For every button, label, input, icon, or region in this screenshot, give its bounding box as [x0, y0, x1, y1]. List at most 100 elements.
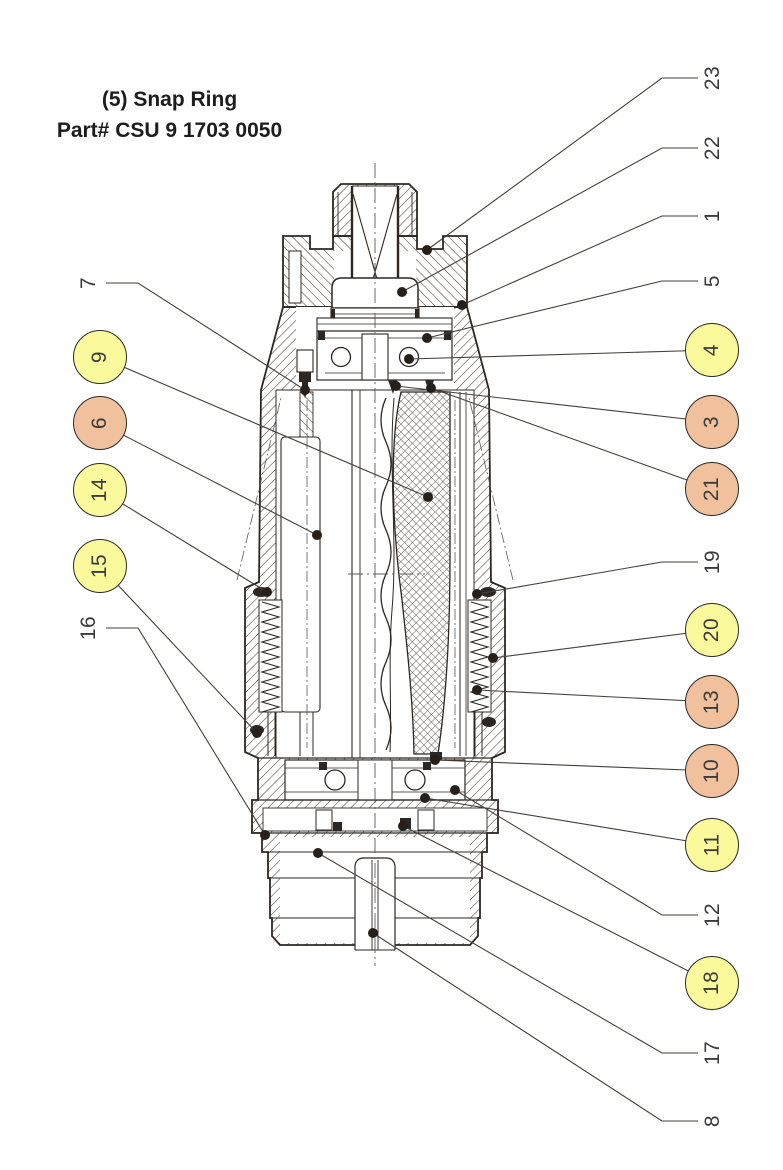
leader-12 [454, 789, 698, 916]
leader-7 [106, 282, 306, 391]
dot-4 [404, 354, 414, 364]
dot-16 [260, 830, 270, 840]
dot-7 [300, 385, 310, 395]
section-view [236, 163, 514, 966]
callout-8: 8 [686, 1094, 740, 1148]
callout-12: 12 [686, 888, 740, 942]
dot-15 [252, 728, 262, 738]
callout-number: 8 [701, 1114, 724, 1128]
callout-number: 9 [88, 350, 111, 364]
callout-number: 14 [87, 477, 111, 503]
bearing-ball [324, 769, 346, 791]
leader-16 [106, 627, 266, 836]
callout-6: 6 [73, 396, 127, 450]
callout-number: 17 [700, 1040, 724, 1066]
callout-23: 23 [686, 51, 740, 105]
callout-22: 22 [686, 121, 740, 175]
callout-15: 15 [73, 539, 127, 593]
leader-15 [99, 565, 258, 734]
dot-1 [457, 300, 467, 310]
callout-number: 3 [700, 415, 723, 429]
callout-number: 10 [699, 758, 723, 784]
title-block: (5) Snap Ring Part# CSU 9 1703 0050 [22, 84, 317, 146]
dot-17 [313, 848, 323, 858]
callout-number: 13 [699, 689, 723, 715]
leader-1 [461, 215, 698, 306]
leader-13 [476, 689, 713, 703]
part-title: (5) Snap Ring [101, 88, 238, 111]
leader-4 [408, 349, 713, 360]
leader-9 [99, 356, 429, 498]
callout-5: 5 [686, 254, 740, 308]
dot-9 [423, 492, 433, 502]
leader-22 [401, 147, 698, 293]
leader-23 [426, 77, 698, 251]
callout-number: 15 [87, 553, 111, 579]
leader-17 [317, 852, 698, 1054]
callout-number: 11 [700, 833, 723, 857]
callout-number: 6 [88, 416, 111, 430]
callout-number: 5 [701, 274, 724, 288]
callout-1: 1 [686, 189, 740, 243]
piston-crosshatch [392, 391, 451, 755]
dot-21 [426, 383, 436, 393]
leader-3 [395, 385, 713, 423]
callout-number: 12 [700, 902, 724, 928]
callout-13: 13 [685, 675, 739, 729]
callout-9: 9 [73, 330, 127, 384]
callout-number: 21 [699, 476, 723, 502]
leader-20 [492, 629, 713, 659]
leader-lines [99, 77, 713, 1122]
dot-20 [488, 653, 498, 663]
callout-18: 18 [685, 956, 739, 1010]
coil-spring [260, 601, 281, 713]
inner-sleeve [280, 436, 321, 713]
callout-number: 1 [701, 209, 724, 223]
leader-5 [426, 280, 698, 339]
callout-7: 7 [62, 256, 116, 310]
dot-18 [398, 821, 408, 831]
callout-4: 4 [685, 323, 739, 377]
callout-3: 3 [685, 395, 739, 449]
callout-17: 17 [686, 1026, 740, 1080]
dot-6 [312, 530, 322, 540]
leader-21 [430, 387, 713, 490]
bearing-ball [404, 769, 426, 791]
dot-14 [262, 587, 272, 597]
callout-number: 4 [700, 343, 723, 357]
dot-13 [472, 685, 482, 695]
callout-number: 16 [76, 615, 100, 641]
callout-11: 11 [685, 818, 739, 872]
callout-number: 19 [700, 549, 724, 575]
leader-18 [402, 825, 713, 984]
dot-3 [391, 381, 401, 391]
callout-16: 16 [62, 601, 116, 655]
callout-19: 19 [686, 535, 740, 589]
callout-number: 7 [77, 276, 100, 290]
part-number: Part# CSU 9 1703 0050 [56, 119, 283, 142]
callout-number: 20 [699, 617, 723, 643]
dot-19 [472, 589, 482, 599]
dot-12 [450, 785, 460, 795]
leader-19 [476, 561, 698, 595]
callout-number: 18 [699, 970, 723, 996]
dot-10 [430, 755, 440, 765]
dot-8 [368, 928, 378, 938]
leader-10 [434, 759, 713, 772]
leader-11 [424, 797, 713, 846]
dot-11 [420, 793, 430, 803]
callout-number: 23 [700, 65, 724, 91]
leader-8 [372, 932, 698, 1122]
bearing-ball [330, 346, 352, 368]
callout-number: 22 [700, 135, 724, 161]
leader-14 [99, 489, 268, 593]
leader-6 [99, 422, 318, 536]
callout-20: 20 [685, 603, 739, 657]
callout-14: 14 [73, 463, 127, 517]
dot-23 [422, 245, 432, 255]
callout-10: 10 [685, 744, 739, 798]
dot-5 [422, 333, 432, 343]
dot-22 [397, 287, 407, 297]
